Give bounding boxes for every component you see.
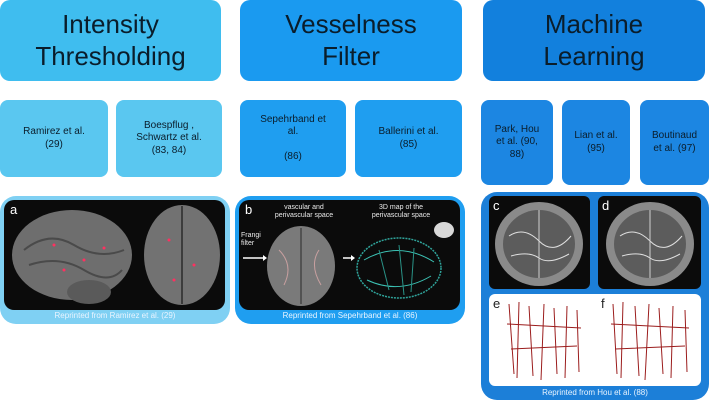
vessel-render-b <box>243 222 454 306</box>
ref-box-lian: Lian et al. (95) <box>562 100 630 185</box>
panel-letter-b: b <box>245 202 253 217</box>
vessel-map-render <box>506 301 690 381</box>
ref-box-boespflug: Boespflug , Schwartz et al. (83, 84) <box>116 100 222 177</box>
brain-image-b: b vascular and perivascular space 3D map… <box>239 200 460 310</box>
brain-image-a: a <box>4 200 225 310</box>
mri-image-c: c <box>489 196 590 289</box>
header-vesselness-filter: Vesselness Filter <box>240 0 462 81</box>
panel-machine-learning: c d e f Reprinted from Hou et al. (88) <box>481 192 709 400</box>
label-3d-map: 3D map of the perivascular space <box>371 204 431 220</box>
panel-letter-d: d <box>602 198 610 213</box>
mri-render-d <box>606 202 694 286</box>
brain-render-a <box>12 205 220 305</box>
mri-render-c <box>495 202 583 286</box>
panel-letter-e: e <box>493 296 501 311</box>
caption-hou: Reprinted from Hou et al. (88) <box>542 388 648 397</box>
ref-box-ballerini: Ballerini et al. (85) <box>355 100 462 177</box>
mri-image-d: d <box>598 196 701 289</box>
caption-ramirez: Reprinted from Ramirez et al. (29) <box>54 311 176 320</box>
ref-box-boutinaud: Boutinaud et al. (97) <box>640 100 709 185</box>
header-machine-learning: Machine Learning <box>483 0 705 81</box>
caption-sepehrband: Reprinted from Sepehrband et al. (86) <box>282 311 418 320</box>
vessel-map-panel: e f <box>489 294 701 386</box>
panel-letter-f: f <box>601 296 605 311</box>
panel-intensity-thresholding: a Reprinted from Ramirez et al. (29) <box>0 196 230 324</box>
label-frangi-filter: Frangi filter <box>241 232 261 248</box>
ref-box-park-hou: Park, Hou et al. (90, 88) <box>481 100 553 185</box>
ref-box-ramirez: Ramirez et al. (29) <box>0 100 108 177</box>
header-intensity-thresholding: Intensity Thresholding <box>0 0 221 81</box>
label-vascular-perivascular: vascular and perivascular space <box>274 204 334 220</box>
panel-vesselness-filter: b vascular and perivascular space 3D map… <box>235 196 465 324</box>
ref-box-sepehrband: Sepehrband et al. (86) <box>240 100 346 177</box>
panel-letter-a: a <box>10 202 18 217</box>
panel-letter-c: c <box>493 198 500 213</box>
